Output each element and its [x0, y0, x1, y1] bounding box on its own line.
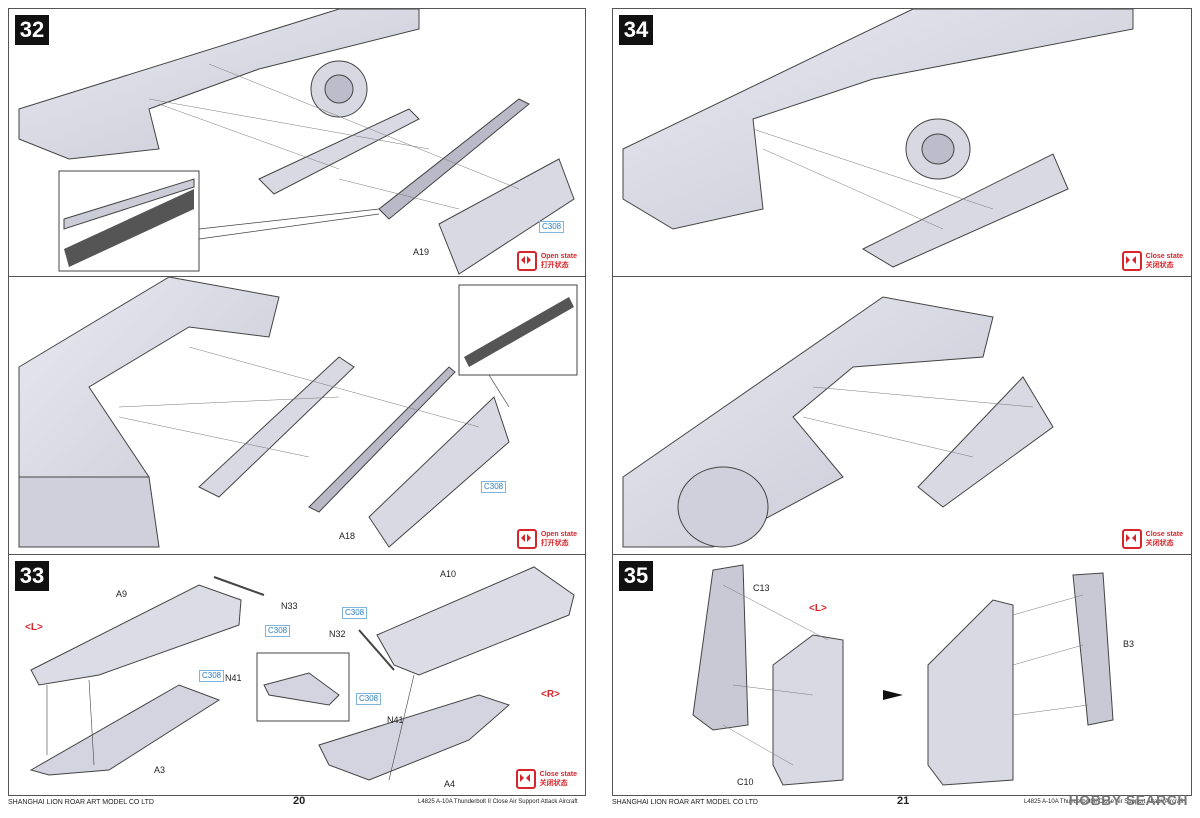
- close-state-zh: 关闭状态: [1145, 540, 1174, 547]
- open-state-en: Open state: [540, 253, 577, 260]
- step-33-panel: 33 <L> <R> A9 N33 C308 C308 N41 A3 A10 C…: [8, 554, 586, 796]
- part-label-a3: A3: [154, 765, 166, 775]
- side-marker-left: <L>: [809, 603, 827, 614]
- part-label-a19: A19: [413, 247, 430, 257]
- page-left: 32 A19 C308 Open state 打开状态: [8, 8, 586, 807]
- close-state-indicator: Close state 关闭状态: [1121, 529, 1183, 549]
- paint-code-c308: C308: [342, 607, 368, 619]
- part-label-c13: C13: [753, 583, 770, 593]
- product-footer-right: L4825 A-10A Thunderbolt II Close Air Sup…: [1024, 799, 1184, 805]
- step-number: 34: [619, 15, 653, 45]
- open-state-en: Open state: [540, 531, 577, 538]
- part-label-n33: N33: [281, 601, 298, 611]
- step-32-wing-drawing: [18, 9, 575, 275]
- part-label-n41-right: N41: [387, 715, 404, 725]
- watermark: HOBBY SEARCH: [1068, 792, 1188, 808]
- step-32-panel: 32 A19 C308 Open state 打开状态: [8, 8, 586, 278]
- close-arrows-icon: [515, 769, 536, 789]
- company-footer-right: SHANGHAI LION ROAR ART MODEL CO LTD: [612, 799, 758, 806]
- open-state-zh: 打开状态: [540, 540, 569, 547]
- step-33-stabilizer-drawing: [29, 566, 575, 781]
- step-35-rudder-drawing: [692, 564, 1114, 786]
- step-34-wing-drawing: [622, 9, 1134, 268]
- page-number-right: 21: [897, 795, 910, 807]
- step-35-panel: 35 <L> C13 C10 B3: [612, 554, 1192, 796]
- paint-code-c308: C308: [265, 625, 291, 637]
- part-label-n32: N32: [329, 629, 346, 639]
- close-arrows-icon: [1121, 251, 1142, 271]
- paint-code-c308: C308: [481, 481, 507, 493]
- close-arrows-icon: [1121, 529, 1142, 549]
- step-34-panel: 34 Close state 关闭状态: [612, 8, 1192, 278]
- part-label-a9: A9: [116, 589, 128, 599]
- open-state-indicator: Open state 打开状态: [516, 529, 577, 549]
- part-label-b3: B3: [1123, 639, 1135, 649]
- company-footer-left: SHANGHAI LION ROAR ART MODEL CO LTD: [8, 799, 154, 806]
- close-state-en: Close state: [539, 771, 577, 778]
- step-number: 32: [15, 15, 49, 45]
- close-state-indicator: Close state 关闭状态: [1121, 251, 1183, 271]
- page-number-left: 20: [293, 795, 306, 807]
- paint-code-c308: C308: [199, 670, 225, 682]
- close-state-en: Close state: [1145, 531, 1183, 538]
- close-state-indicator: Close state 关闭状态: [515, 769, 577, 789]
- step-number: 35: [619, 561, 653, 591]
- side-marker-left: <L>: [25, 622, 43, 633]
- part-label-a10: A10: [440, 569, 457, 579]
- open-arrows-icon: [516, 251, 537, 271]
- open-state-indicator: Open state 打开状态: [516, 251, 577, 271]
- part-label-a18: A18: [339, 531, 356, 541]
- part-label-a4: A4: [444, 779, 456, 789]
- close-state-en: Close state: [1145, 253, 1183, 260]
- side-marker-right: <R>: [541, 689, 560, 700]
- paint-code-c308: C308: [539, 221, 565, 233]
- step-32b-panel: A18 C308 Open state 打开状态: [8, 276, 586, 556]
- part-label-n41: N41: [225, 673, 242, 683]
- product-footer-left: L4825 A-10A Thunderbolt II Close Air Sup…: [418, 799, 578, 805]
- open-arrows-icon: [516, 529, 537, 549]
- part-label-c10: C10: [737, 777, 754, 787]
- step-32b-wing-drawing: [18, 277, 578, 548]
- step-34b-wing-drawing: [622, 296, 1054, 548]
- step-number: 33: [15, 561, 49, 591]
- step-34b-panel: Close state 关闭状态: [612, 276, 1192, 556]
- open-state-zh: 打开状态: [540, 262, 569, 269]
- close-state-zh: 关闭状态: [1145, 262, 1174, 269]
- paint-code-c308: C308: [356, 693, 382, 705]
- page-right: 34 Close state 关闭状态 C: [612, 8, 1192, 807]
- close-state-zh: 关闭状态: [539, 780, 568, 787]
